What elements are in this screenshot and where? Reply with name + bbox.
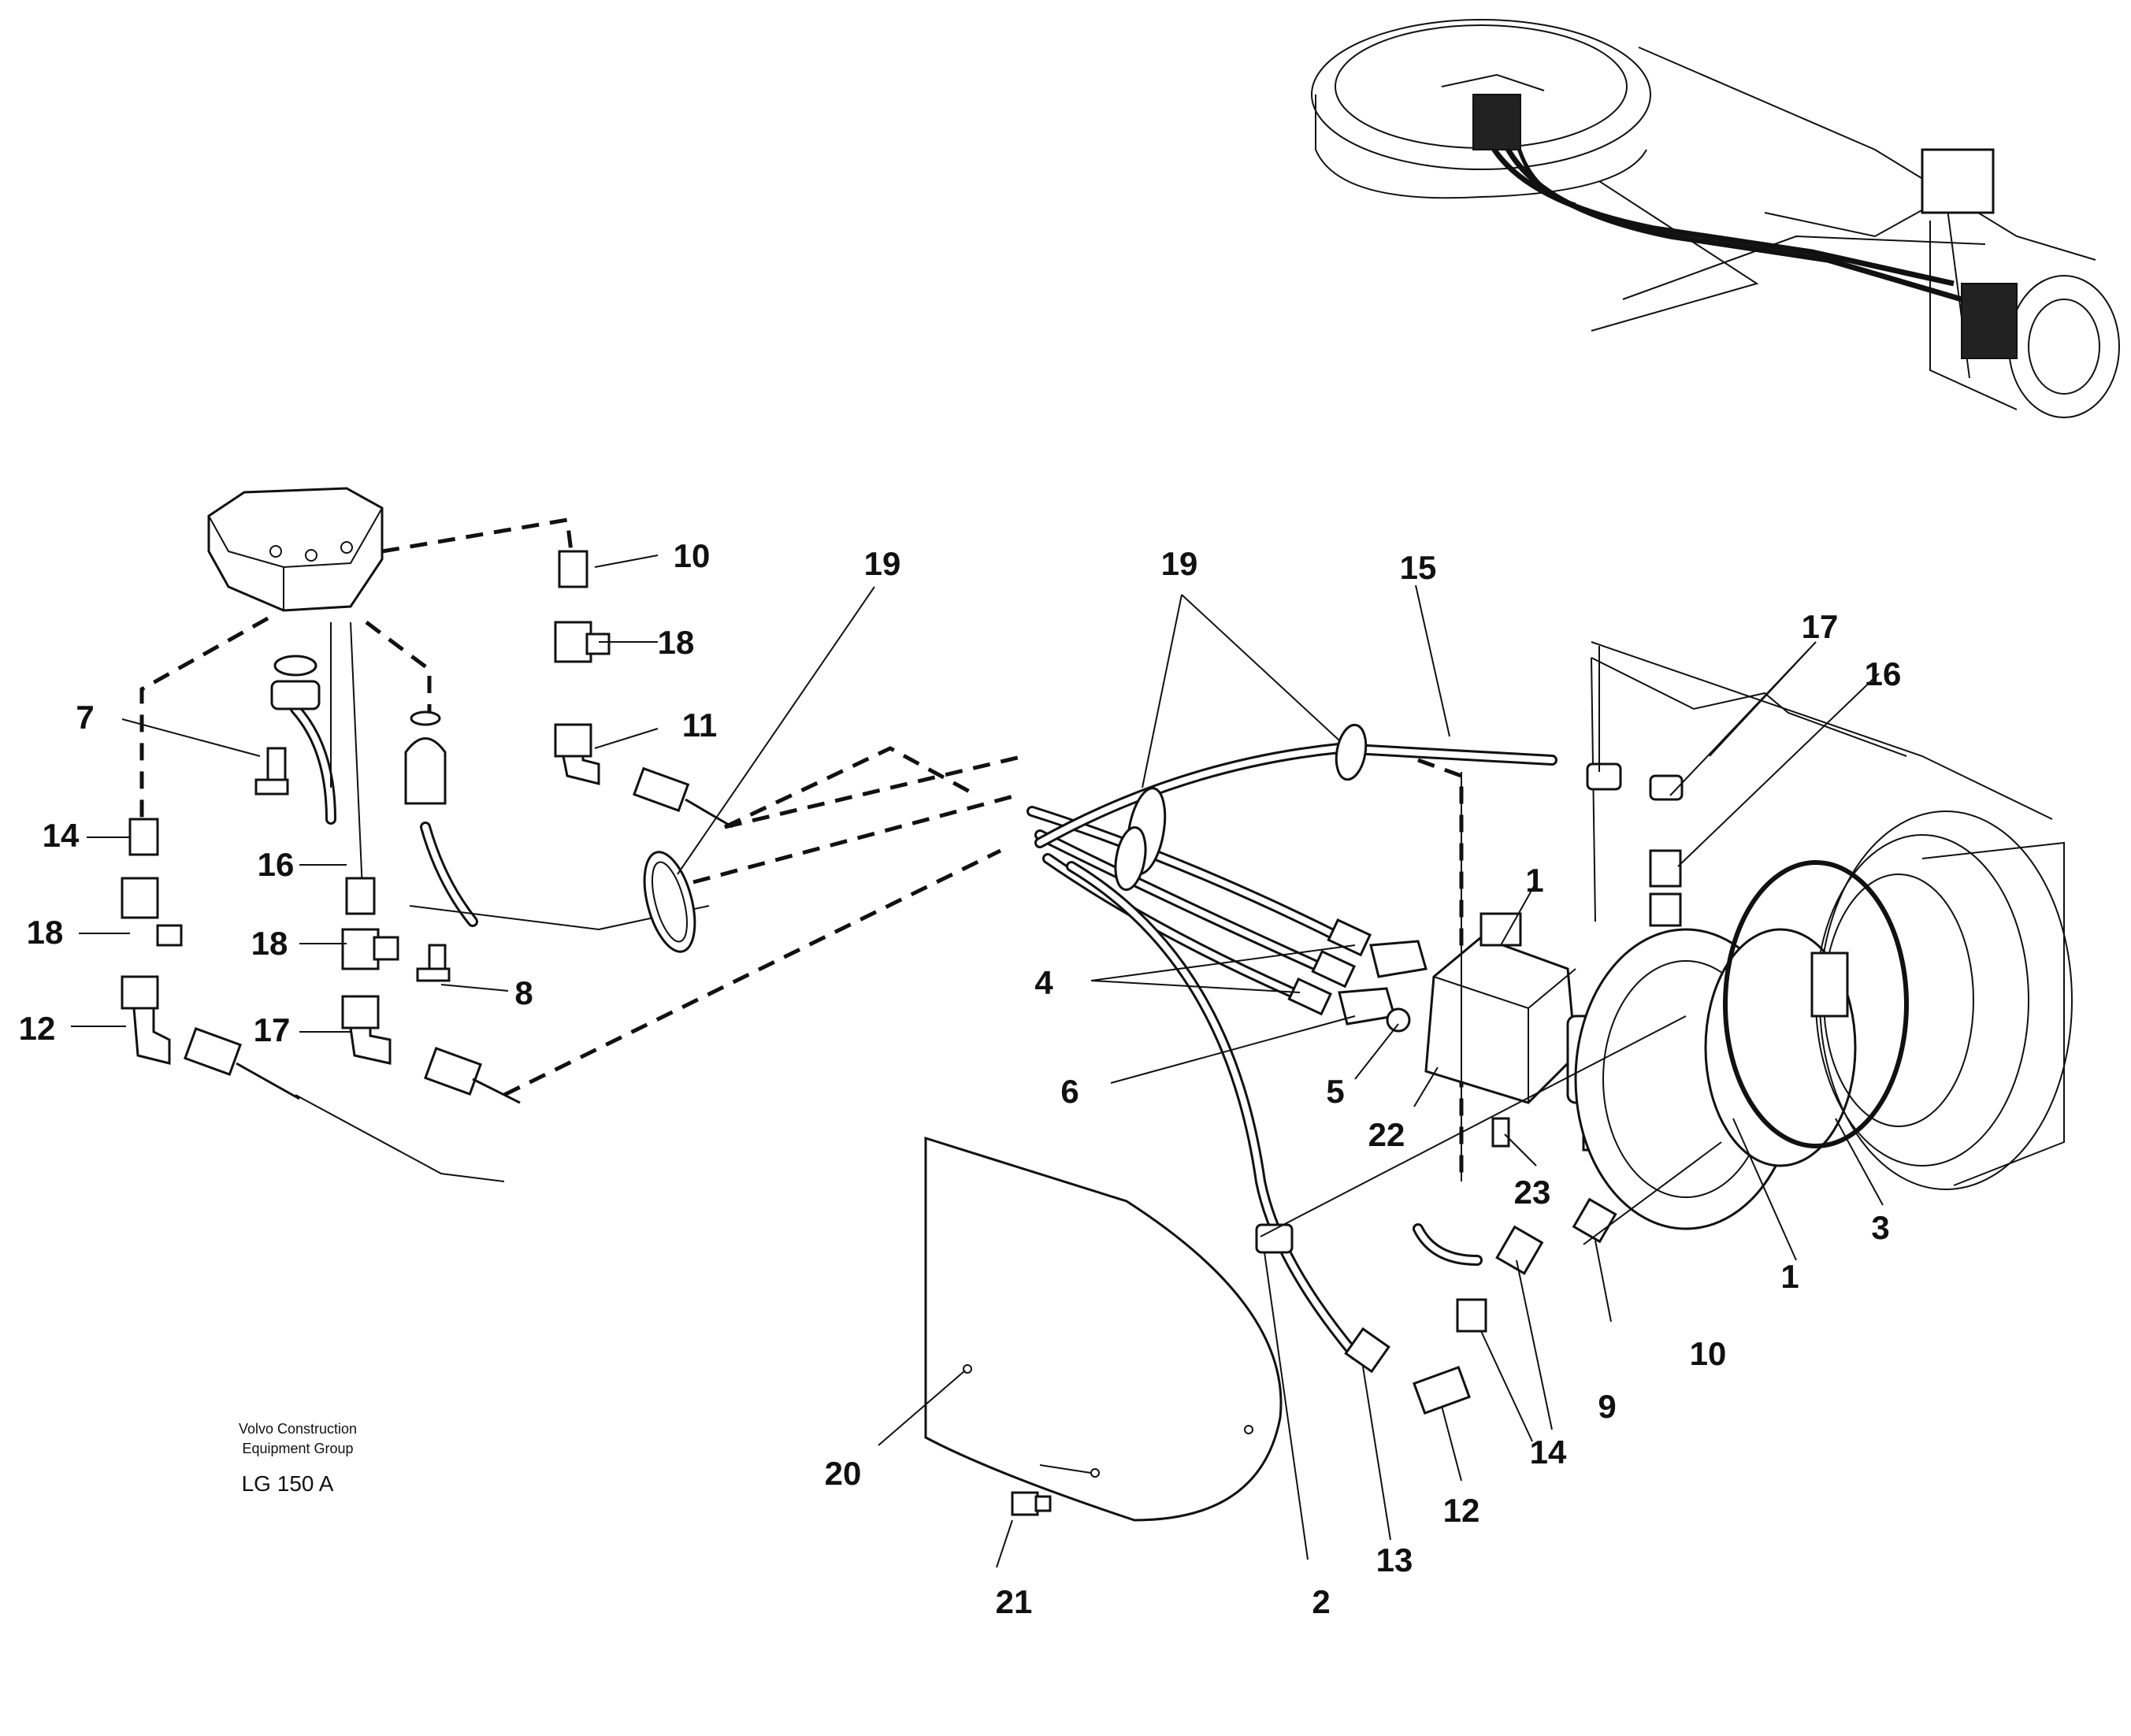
callout-18-left: 18 bbox=[27, 914, 64, 951]
hose-clamp-mid bbox=[1114, 723, 1368, 892]
fitting-stack-left bbox=[121, 818, 505, 1182]
assembly-leaders bbox=[139, 517, 1464, 1181]
callout-15: 15 bbox=[1400, 549, 1437, 586]
callout-16-right: 16 bbox=[1865, 655, 1902, 692]
callout-17-left: 17 bbox=[254, 1011, 291, 1048]
callout-10-top: 10 bbox=[674, 537, 711, 574]
callout-19-left: 19 bbox=[864, 545, 901, 582]
callout-12-bottom: 12 bbox=[1443, 1492, 1480, 1529]
callout-23: 23 bbox=[1514, 1174, 1551, 1211]
callout-21: 21 bbox=[996, 1583, 1033, 1620]
callout-18-mid: 18 bbox=[251, 925, 288, 962]
callout-14-bottom: 14 bbox=[1530, 1434, 1567, 1471]
credit-company-line1: Volvo Construction bbox=[239, 1421, 357, 1437]
callout-16-left: 16 bbox=[258, 846, 295, 883]
callout-12-left: 12 bbox=[19, 1010, 56, 1047]
hydraulic-tank bbox=[207, 487, 384, 612]
callout-7: 7 bbox=[76, 699, 94, 736]
credit-company-line2: Equipment Group bbox=[242, 1441, 353, 1456]
fitting-stack-mid bbox=[341, 877, 521, 1104]
model-designation: LG 150 A bbox=[242, 1471, 334, 1496]
cover-plate bbox=[924, 1136, 1283, 1522]
wheel-drum bbox=[1591, 641, 2073, 1190]
callout-5: 5 bbox=[1326, 1073, 1344, 1110]
callout-8: 8 bbox=[514, 974, 533, 1011]
hose-clamp-left bbox=[643, 851, 696, 953]
callout-22: 22 bbox=[1368, 1116, 1405, 1153]
callout-3: 3 bbox=[1871, 1209, 1889, 1246]
hose-bundle bbox=[1027, 742, 1557, 1374]
callout-2: 2 bbox=[1312, 1583, 1330, 1620]
flange-fittings bbox=[1338, 940, 1427, 1033]
callout-6: 6 bbox=[1060, 1073, 1078, 1110]
callout-4: 4 bbox=[1034, 964, 1053, 1001]
inset-overview bbox=[1311, 19, 2120, 418]
callout-leaders bbox=[71, 555, 1884, 1568]
callout-13: 13 bbox=[1376, 1541, 1413, 1578]
callout-14-left: 14 bbox=[43, 817, 80, 854]
callout-labels: 1 1 2 3 4 5 6 7 8 9 10 10 11 12 12 13 14… bbox=[19, 537, 1902, 1620]
callout-11: 11 bbox=[682, 707, 717, 744]
credit-block: Volvo Construction Equipment Group LG 15… bbox=[239, 1421, 357, 1496]
callout-19-mid: 19 bbox=[1161, 545, 1198, 582]
callout-20: 20 bbox=[825, 1455, 862, 1492]
reference-lines bbox=[1039, 646, 1722, 1474]
fitting-stack-upper bbox=[554, 550, 733, 829]
tank-hoses bbox=[254, 621, 710, 982]
callout-18-top: 18 bbox=[658, 624, 695, 661]
callout-1-bottom: 1 bbox=[1780, 1258, 1799, 1295]
callout-9: 9 bbox=[1598, 1388, 1616, 1425]
callout-10-bottom: 10 bbox=[1690, 1335, 1727, 1372]
hub-fittings bbox=[1255, 762, 1684, 1415]
callout-17-right: 17 bbox=[1802, 608, 1839, 645]
callout-1-top: 1 bbox=[1525, 862, 1543, 899]
